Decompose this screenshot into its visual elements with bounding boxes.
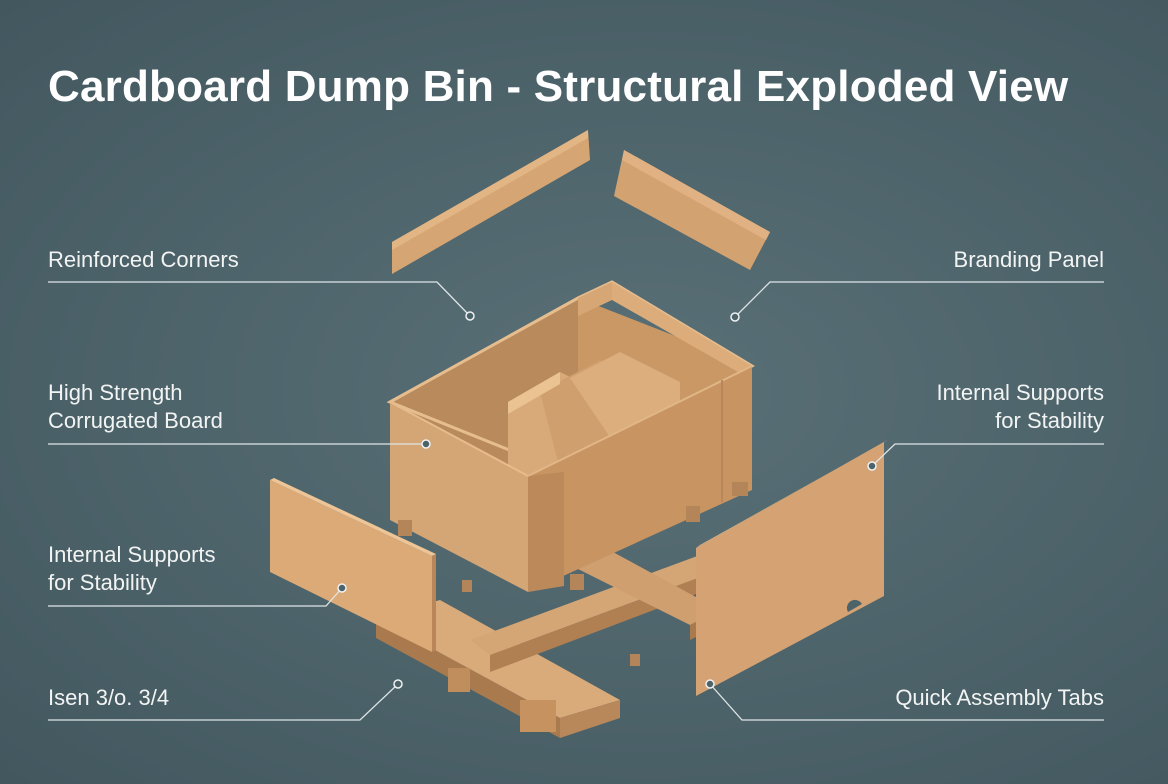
bin-main-body — [386, 280, 755, 666]
label-internal-supports-left: Internal Supports for Stability — [48, 541, 216, 597]
top-flap-left — [392, 130, 590, 274]
callout-lines — [48, 281, 1104, 721]
side-panel-right — [696, 440, 888, 696]
label-branding-panel: Branding Panel — [953, 247, 1104, 272]
callout-line-branding-panel — [734, 281, 1104, 318]
callout-dot-internal-supports-right — [867, 461, 877, 471]
callout-dot-high-strength — [421, 439, 431, 449]
callout-line-internal-supports-left — [48, 587, 343, 607]
callout-line-item-code — [48, 683, 399, 721]
callout-line-internal-supports-right — [871, 443, 1104, 467]
label-line: Corrugated Board — [48, 408, 223, 433]
callout-dots — [337, 311, 877, 689]
diagram-title: Cardboard Dump Bin - Structural Exploded… — [48, 62, 1069, 111]
callout-line-quick-assembly — [709, 683, 1104, 721]
side-panel-left — [270, 478, 436, 652]
label-internal-supports-right: Internal Supports for Stability — [936, 379, 1104, 435]
label-reinforced-corners: Reinforced Corners — [48, 247, 239, 272]
label-item-code: Isen 3/o. 3/4 — [48, 685, 170, 710]
label-quick-assembly-tabs: Quick Assembly Tabs — [895, 685, 1104, 710]
label-line: Internal Supports — [48, 542, 216, 567]
callout-dot-branding-panel — [730, 312, 740, 322]
top-flap-right — [614, 150, 770, 270]
label-line: for Stability — [48, 570, 157, 595]
callout-line-reinforced-corners — [48, 281, 471, 317]
label-line: for Stability — [995, 408, 1104, 433]
callout-dot-reinforced-corners — [465, 311, 475, 321]
callout-dot-item-code — [393, 679, 403, 689]
callout-dot-quick-assembly — [705, 679, 715, 689]
label-line: Internal Supports — [936, 380, 1104, 405]
callout-dot-internal-supports-left — [337, 583, 347, 593]
label-high-strength-corrugated-board: High Strength Corrugated Board — [48, 379, 223, 435]
label-line: High Strength — [48, 380, 183, 405]
